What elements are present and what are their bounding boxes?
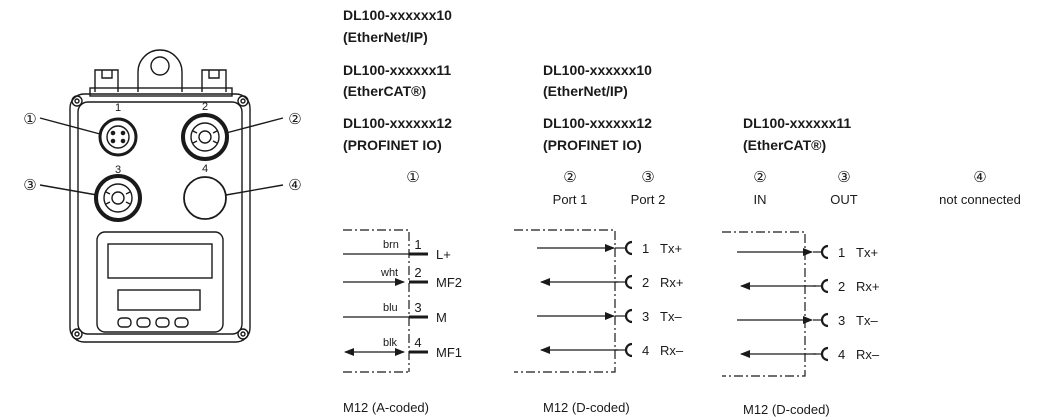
group-a-pin-1: 1 <box>414 237 421 252</box>
group-a-headers: DL100-xxxxxx10 (EtherNet/IP) DL100-xxxxx… <box>343 7 452 186</box>
group-a-labels: brn wht blu blk 1 2 3 4 L+ MF2 M MF1 M12… <box>343 237 462 415</box>
group-b-pin-2: 2 <box>642 275 649 290</box>
group-b-signal-1: Tx+ <box>660 241 682 256</box>
group-c-pin-1: 1 <box>838 245 845 260</box>
device-callout-1: ① <box>23 111 36 128</box>
group-a-footer: M12 (A-coded) <box>343 400 429 415</box>
group-d: ④ not connected <box>939 169 1021 207</box>
group-a-signal-2: MF2 <box>436 275 462 290</box>
connector-number-2: 2 <box>202 101 208 113</box>
group-b-port-2: Port 2 <box>631 192 666 207</box>
group-c-port-2: OUT <box>830 192 858 207</box>
group-c-signal-4: Rx– <box>856 347 880 362</box>
group-a-callout: ① <box>406 169 419 186</box>
group-b-signal-2: Rx+ <box>660 275 683 290</box>
group-c-frame <box>722 231 806 377</box>
device-connector-1 <box>98 117 138 157</box>
group-c-signal-1: Tx+ <box>856 245 878 260</box>
display-screen <box>107 243 213 279</box>
group-b-labels: 1 2 3 4 Tx+ Rx+ Tx– Rx– M12 (D-coded) <box>543 241 684 415</box>
group-b-headers: DL100-xxxxxx10 (EtherNet/IP) DL100-xxxxx… <box>543 62 665 207</box>
group-b-pin-4: 4 <box>642 343 649 358</box>
group-b-signal-3: Tx– <box>660 309 682 324</box>
group-a-signal-3: M <box>436 310 447 325</box>
group-a-pin-4: 4 <box>414 335 421 350</box>
display-buttons <box>117 317 189 328</box>
group-c-signal-3: Tx– <box>856 313 878 328</box>
device-callout-3: ③ <box>23 177 36 194</box>
cable-gland <box>137 49 183 92</box>
group-b-model-1: DL100-xxxxxx10 <box>543 62 652 78</box>
group-b-protocol-2: (PROFINET IO) <box>543 137 642 153</box>
group-b-model-2: DL100-xxxxxx12 <box>543 115 652 131</box>
group-c-footer: M12 (D-coded) <box>743 402 830 417</box>
group-c-callout-1: ② <box>753 169 766 186</box>
device-connector-3 <box>94 174 142 222</box>
group-a-protocol-1: (EtherNet/IP) <box>343 29 428 45</box>
group-a-model-2: DL100-xxxxxx11 <box>343 62 451 78</box>
group-a-signal-4: MF1 <box>436 345 462 360</box>
top-bracket-left <box>94 69 119 92</box>
connector-number-3: 3 <box>115 164 121 176</box>
group-b-protocol-1: (EtherNet/IP) <box>543 83 628 99</box>
group-a-model-3: DL100-xxxxxx12 <box>343 115 452 131</box>
device-housing <box>69 93 251 343</box>
device-callout-4: ④ <box>288 177 301 194</box>
wire-color-2: wht <box>380 267 398 279</box>
group-d-note: not connected <box>939 192 1021 207</box>
group-b-footer: M12 (D-coded) <box>543 400 630 415</box>
group-c-pin-3: 3 <box>838 313 845 328</box>
display-panel <box>96 231 224 333</box>
device-connector-4 <box>183 176 227 220</box>
group-c-headers: DL100-xxxxxx11 (EtherCAT®) ② ③ IN OUT <box>743 115 858 207</box>
group-b-signal-4: Rx– <box>660 343 684 358</box>
group-d-callout: ④ <box>973 169 986 186</box>
group-a-protocol-2: (EtherCAT®) <box>343 83 426 99</box>
wire-color-4: blk <box>383 337 398 349</box>
group-a-protocol-3: (PROFINET IO) <box>343 137 442 153</box>
group-a-schematic <box>343 229 428 373</box>
connector-number-4: 4 <box>202 163 208 175</box>
device-connector-2 <box>181 113 229 161</box>
device-callout-2: ② <box>288 111 301 128</box>
device-drawing <box>39 49 284 343</box>
group-a-pin-3: 3 <box>414 300 421 315</box>
group-c-protocol-1: (EtherCAT®) <box>743 137 826 153</box>
group-c-schematic <box>722 231 829 377</box>
group-a-frame <box>343 229 410 373</box>
group-c-pin-2: 2 <box>838 279 845 294</box>
connector-number-1: 1 <box>115 102 121 114</box>
group-c-port-1: IN <box>754 192 767 207</box>
wire-color-1: brn <box>383 239 399 251</box>
group-b-callout-1: ② <box>563 169 576 186</box>
group-c-pin-4: 4 <box>838 347 845 362</box>
device-labels: 1 2 3 4 ① ② ③ ④ <box>23 101 301 194</box>
group-b-schematic <box>514 229 633 373</box>
group-a-model-1: DL100-xxxxxx10 <box>343 7 452 23</box>
group-c-model-1: DL100-xxxxxx11 <box>743 115 851 131</box>
wire-color-3: blu <box>383 302 398 314</box>
top-bracket-right <box>201 69 227 92</box>
group-b-pin-3: 3 <box>642 309 649 324</box>
group-c-labels: 1 2 3 4 Tx+ Rx+ Tx– Rx– M12 (D-coded) <box>743 245 880 417</box>
group-b-pin-1: 1 <box>642 241 649 256</box>
group-b-callout-2: ③ <box>641 169 654 186</box>
group-c-callout-2: ③ <box>837 169 850 186</box>
group-a-signal-1: L+ <box>436 247 451 262</box>
group-a-pin-2: 2 <box>414 265 421 280</box>
group-b-frame <box>514 229 616 373</box>
group-b-port-1: Port 1 <box>553 192 588 207</box>
group-c-signal-2: Rx+ <box>856 279 879 294</box>
